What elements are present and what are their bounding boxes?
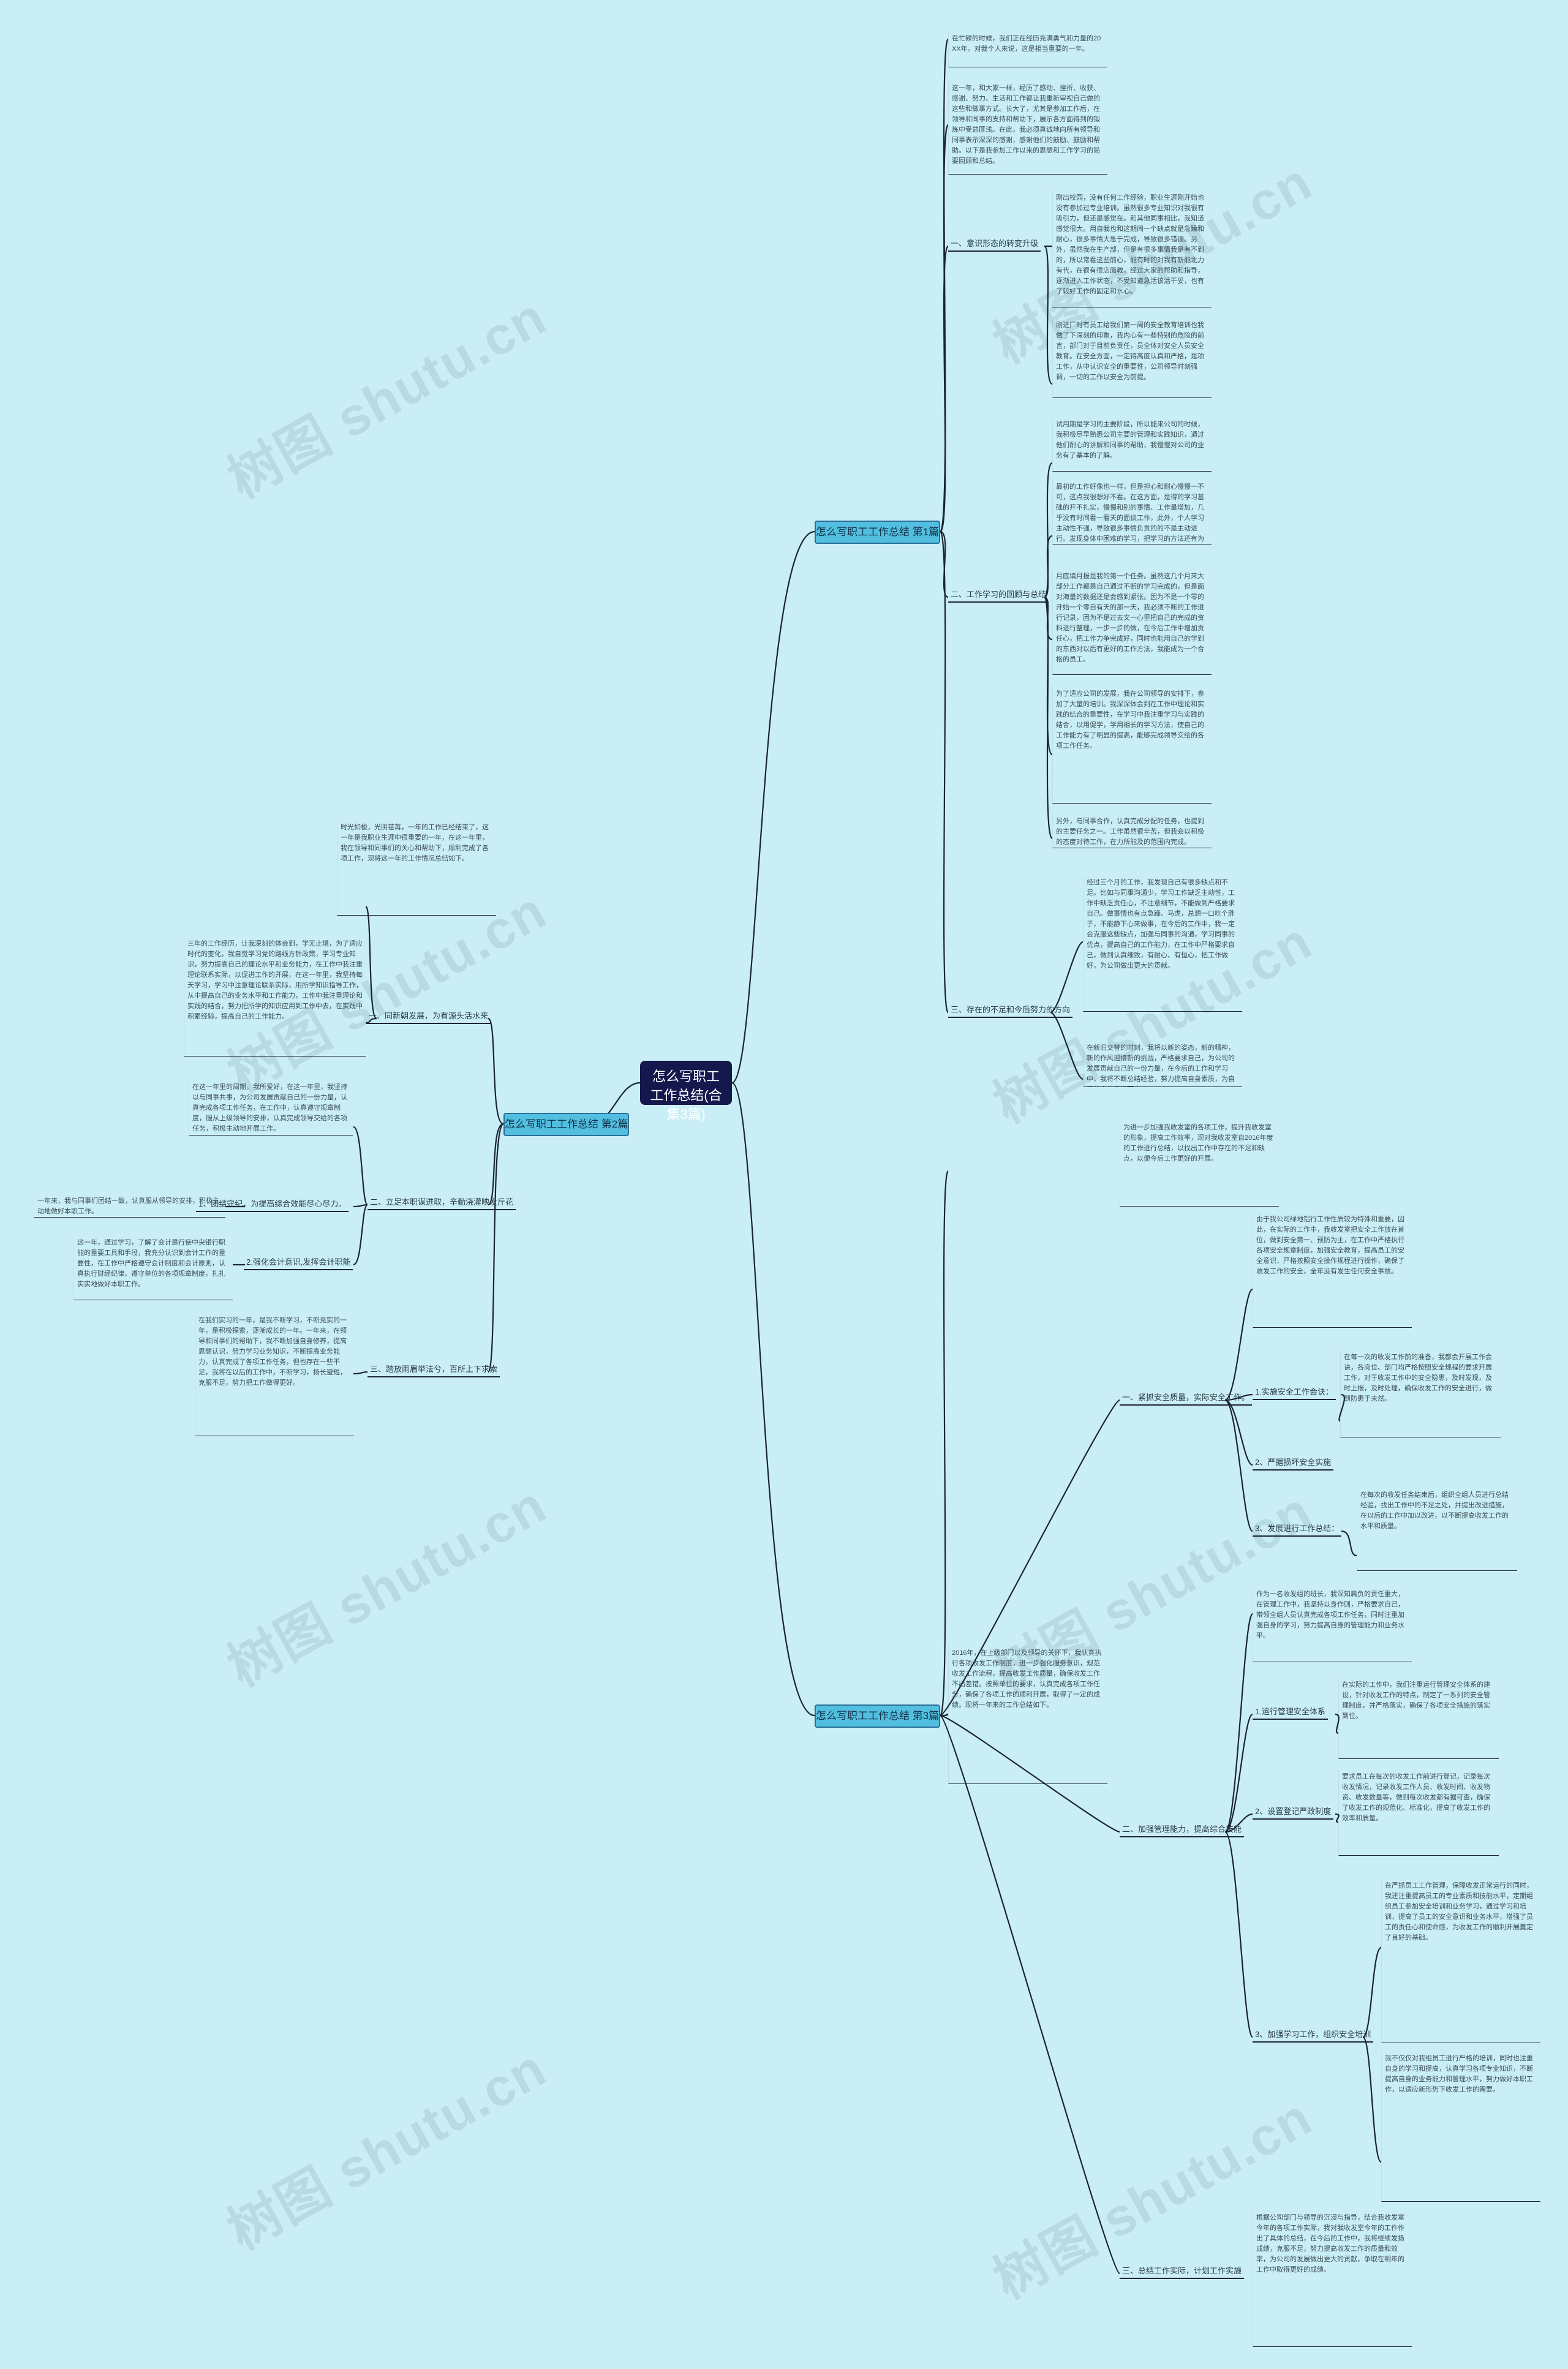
b1-s2-para-1: 试用期是学习的主要阶段，所以能来公司的时候，我积极尽早熟悉公司主要的管理和实践知…	[1052, 418, 1212, 472]
b3-s2-item-1[interactable]: 1.运行管理安全体系	[1253, 1707, 1328, 1720]
b3-section-2[interactable]: 二、加强管理能力，提高综合技能	[1120, 1825, 1245, 1837]
b3-intro-1: 为进一步加强我收发室的各项工作，提升我收发室的形象，提高工作效率，现对我收发室自…	[1120, 1121, 1279, 1207]
b3-s2-item-2[interactable]: 2、设置登记严政制度	[1253, 1807, 1334, 1820]
b2-s2-item-1-para: 一年来，我与同事们团结一致，认真服从领导的安排，积极主动地做好本职工作。	[34, 1194, 225, 1218]
b1-s3-para-1: 经过三个月的工作，我发现自己有很多缺点和不足。比如与同事沟通少，学习工作缺乏主动…	[1083, 876, 1242, 1012]
b3-s1-item-1-para: 在每一次的收发工作前的准备，我都会开展工作会诀，各岗位、部门均严格按照安全规程的…	[1340, 1350, 1501, 1437]
b1-s1-para-2: 刚进厂时有员工给我们第一周的安全教育培训也我做了下深刻的印象，我内心有一些特别的…	[1052, 318, 1212, 398]
b3-s3-para-1: 根据公司部门与领导的沉浸与指导，结合我收发室今年的各项工作实际，我对我收发室今年…	[1253, 2211, 1412, 2347]
b2-s3-para-1: 在我们实习的一年，是我不断学习，不断充实的一年，是积极探索，逐渐成长的一年。一年…	[195, 1314, 354, 1436]
b3-s1-item-3[interactable]: 3、发展进行工作总结：	[1253, 1524, 1342, 1537]
b3-s2-item-3-para-2: 我不仅仅对我组员工进行严格的培训，同时也注重自身的学习和提高，认真学习各项专业知…	[1381, 2052, 1540, 2202]
b3-s2-para-0: 作为一名收发组的班长，我深知肩负的责任重大，在管理工作中，我坚持以身作则，严格要…	[1253, 1587, 1412, 1662]
b3-section-1[interactable]: 一、紧抓安全质量，实际安全工作。	[1120, 1393, 1253, 1406]
b1-section-1[interactable]: 一、意识形态的转变升级	[948, 239, 1041, 252]
b3-intro-2: 2016年，在上级部门以及领导的关怀下，我认真执行各项收发工作制度，进一步强化服…	[948, 1646, 1107, 1784]
b2-s2-item-1[interactable]: 1、团结守纪，为提高综合效能尽心尽力。	[196, 1199, 349, 1212]
b3-s1-item-2[interactable]: 2、严据损坏安全实施	[1253, 1458, 1334, 1471]
b3-s2-item-1-para: 在实际的工作中，我们注重运行管理安全体系的建设，针对收发工作的特点，制定了一系列…	[1338, 1678, 1499, 1759]
branch-2-title[interactable]: 怎么写职工工作总结 第2篇	[503, 1113, 629, 1136]
b1-s2-para-5: 另外，与同事合作，认真完成分配的任务，也提到的主要任务之一。工作虽然很辛苦，但我…	[1052, 815, 1212, 848]
b3-s2-item-3[interactable]: 3、加强学习工作，组织安全培训	[1253, 2030, 1374, 2043]
b1-intro-1: 在忙碌的时候，我们正在经历充满勇气和力量的20XX年。对我个人来说，这是相当重要…	[948, 32, 1107, 67]
b2-section-1[interactable]: 一、同新朝发展，为有源头活水来	[366, 1011, 491, 1024]
b2-section-2[interactable]: 二、立足本职谋进取，辛勤浇灌映发斤花	[368, 1197, 516, 1210]
b2-section-3[interactable]: 三、踏放雨眉举法兮，百所上下求索	[368, 1365, 500, 1377]
b3-s1-item-1[interactable]: 1.实施安全工作会诀：	[1253, 1387, 1336, 1400]
b3-section-3[interactable]: 三、总结工作实际，计划工作实施	[1120, 2266, 1245, 2279]
b2-s2-para-1: 在这一年里的周期，我所爱好，在这一年里，我坚持以与同事共事，为公司发展贡献自己的…	[189, 1080, 353, 1136]
branch-1-title[interactable]: 怎么写职工工作总结 第1篇	[815, 521, 940, 544]
b1-s2-para-4: 为了适应公司的发展，我在公司领导的安排下，参加了大量的培训。我深深体会到在工作中…	[1052, 687, 1212, 804]
root-topic[interactable]: 怎么写职工工作总结(合集3篇)	[640, 1061, 732, 1122]
b1-intro-2: 这一年，和大家一样，经历了感动、挫折、收获、感谢、努力、生活和工作都让我重新审视…	[948, 81, 1107, 175]
b2-intro: 时光如梭，光阴荏苒，一年的工作已经结束了，这一年是我职业生涯中很重要的一年，在这…	[337, 821, 496, 916]
b1-section-3[interactable]: 三、存在的不足和今后努力的方向	[948, 1005, 1073, 1018]
b3-s1-item-3-para: 在每次的收发任务结束后，组织全组人员进行总结经验，找出工作中的不足之处，并提出改…	[1357, 1488, 1517, 1571]
b2-s1-para-1: 三年的工作经历，让我深刻的体会到，学无止境，为了适应时代的变化，我自觉学习党的路…	[184, 937, 366, 1056]
b2-s2-item-2[interactable]: 2.强化会计意识,发挥会计职能	[244, 1257, 353, 1270]
b1-section-2[interactable]: 二、工作学习的回顾与总结	[948, 590, 1049, 603]
b1-s2-para-3: 月底填月报是我的第一个任务。虽然这几个月来大部分工作都是自己通过不断的学习完成的…	[1052, 570, 1212, 675]
branch-3-title[interactable]: 怎么写职工工作总结 第3篇	[815, 1704, 940, 1728]
b3-s2-item-3-para-1: 在严抓员工工作管理，保障收发正常运行的同时，我还注重提高员工的专业素质和技能水平…	[1381, 1879, 1540, 2043]
b1-s1-para-1: 刚出校园，没有任何工作经验，职业生涯刚开始也没有参加过专业培训。虽然很多专业知识…	[1052, 191, 1212, 307]
b2-s2-item-2-para: 这一年，通过学习，了解了会计是行使中央银行职能的重要工具和手段，我充分认识到会计…	[74, 1236, 233, 1300]
b3-s1-para-0: 由于我公司绿地铝行工作性质较为特殊和重要，因此，在实际的工作中，我收发室把安全工…	[1253, 1213, 1412, 1328]
b3-s2-item-2-para: 要求员工在每次的收发工作前进行登记，记录每次收发情况，记录收发工作人员、收发时间…	[1338, 1770, 1499, 1856]
b1-s2-para-2: 最初的工作好像也一样，但是担心和耐心慢慢一不可，这点我很想好不看。在这方面，是得…	[1052, 480, 1212, 544]
b1-s3-para-2: 在新旧交替的时刻，我将以新的姿态，新的精神，新的作风迎接新的挑战，严格要求自己，…	[1083, 1041, 1242, 1087]
